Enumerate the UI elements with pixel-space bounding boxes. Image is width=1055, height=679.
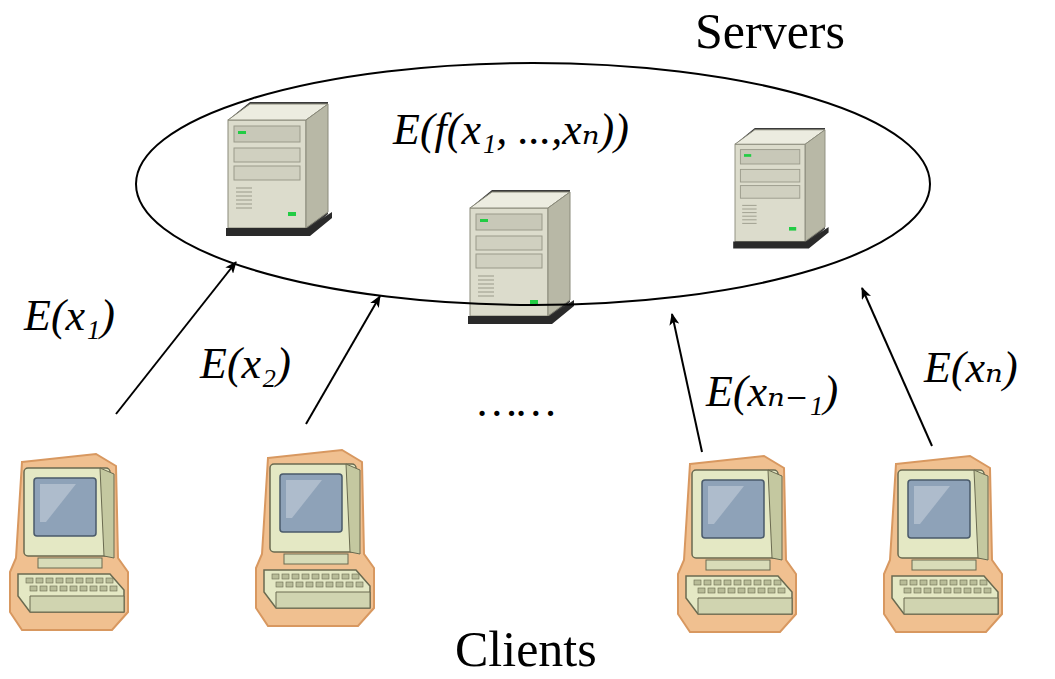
group-label: Clients [455,622,597,677]
ellipsis-label: …… [478,378,556,426]
arrow [672,314,702,452]
region-title: Servers [695,4,845,59]
message-label: E(x₁) [24,292,115,340]
message-label: E(xₙ) [924,344,1018,392]
server-region: ServersE(f(x₁, ...,xₙ)) [135,62,931,306]
message-label: E(x₂) [200,340,291,388]
arrow [306,296,380,424]
message-label: E(xₙ₋₁) [706,368,838,416]
arrow [862,288,932,446]
arrow [116,262,236,414]
ellipse-outline [135,62,931,306]
formula-text: E(f(x₁, ...,xₙ)) [393,106,629,154]
